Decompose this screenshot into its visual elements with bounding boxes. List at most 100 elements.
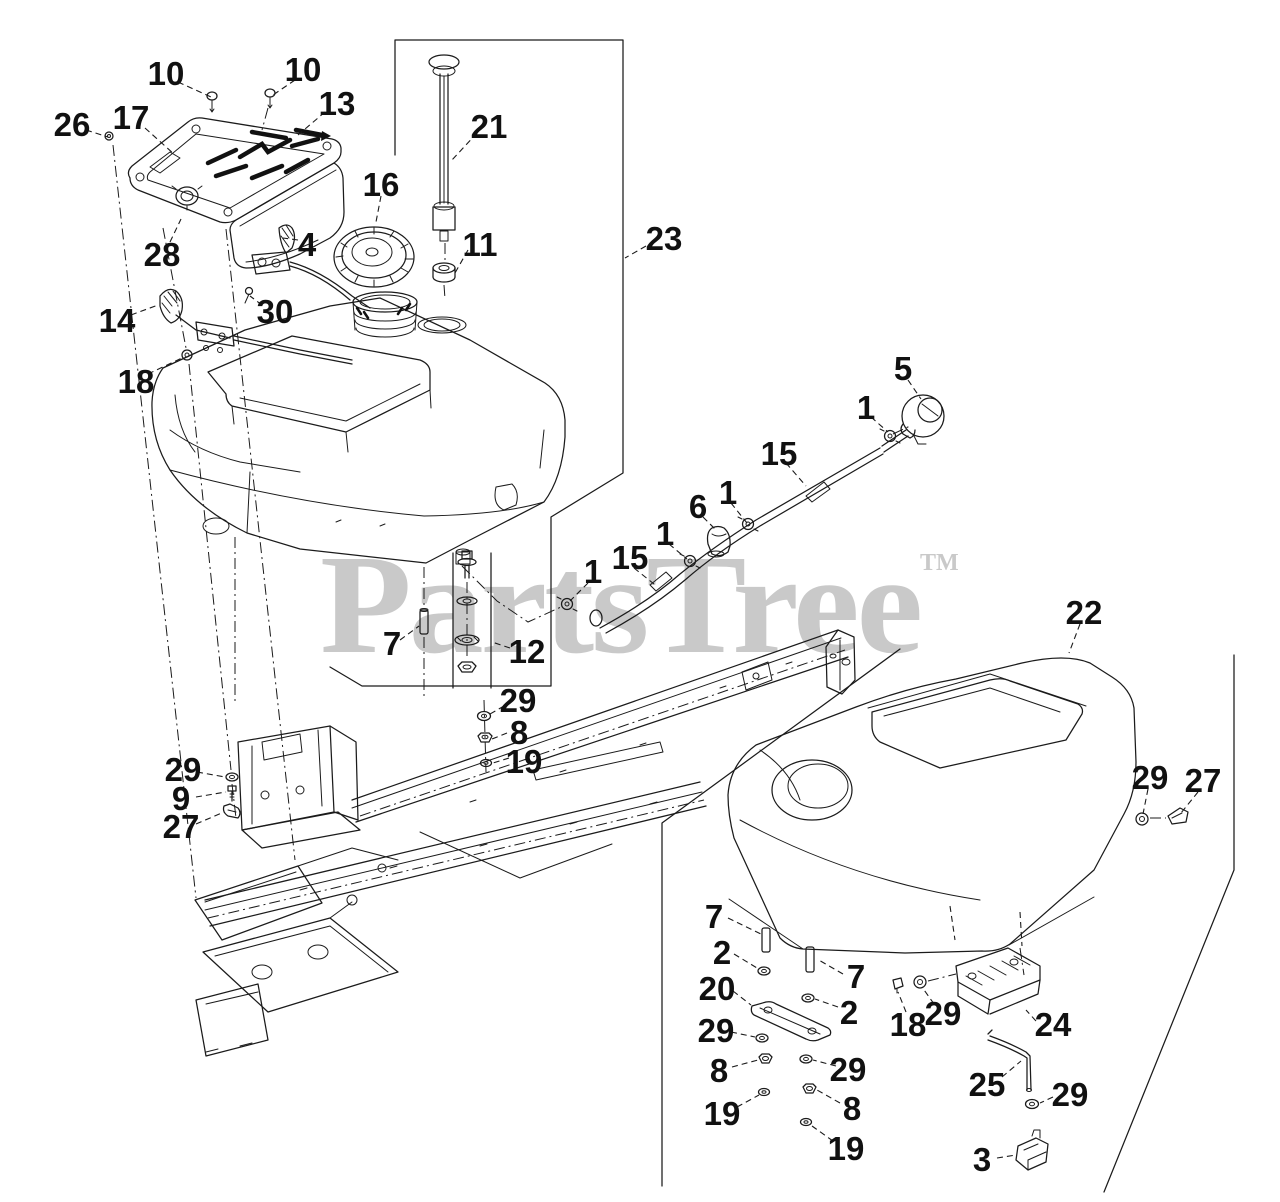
pin-7-left xyxy=(761,927,771,953)
part-callout-19-43: 19 xyxy=(828,1130,865,1167)
washer-2-right xyxy=(801,993,815,1003)
console-panel xyxy=(127,117,345,269)
frame-left-bracket xyxy=(237,725,361,849)
bracket-4 xyxy=(251,224,371,309)
part-callout-11-8: 11 xyxy=(463,226,498,263)
part-callout-18-13: 18 xyxy=(118,363,155,400)
leader-lines xyxy=(85,79,1199,1159)
washer-29-mid xyxy=(799,1054,813,1064)
part-callout-3-49: 3 xyxy=(973,1141,991,1178)
washer-29-left xyxy=(755,1033,769,1043)
inset-box-23 xyxy=(329,39,624,687)
part-callout-30-11: 30 xyxy=(257,293,294,330)
hardware-underbox xyxy=(476,710,493,768)
alignment-lines xyxy=(112,107,1166,982)
washer-19-right xyxy=(799,1117,813,1127)
part-callout-13-2: 13 xyxy=(319,85,356,122)
hardware-bottom-right xyxy=(750,927,1049,1171)
clamp-1-b xyxy=(737,516,759,532)
watermark: PartsTree TM xyxy=(320,525,959,683)
part-callout-19-26: 19 xyxy=(506,743,543,780)
dipstick xyxy=(428,54,460,242)
part-callout-29-27: 29 xyxy=(165,751,202,788)
nut-8-right xyxy=(802,1083,817,1094)
pin-7-right xyxy=(805,946,815,973)
frame-lower-plates xyxy=(194,847,399,1057)
part-callout-8-37: 8 xyxy=(710,1052,728,1089)
part-callout-27-29: 27 xyxy=(163,808,200,845)
lever-14 xyxy=(159,288,353,365)
part-callout-1-15: 1 xyxy=(857,389,875,426)
washer-19-left xyxy=(757,1087,771,1097)
part-callout-22-30: 22 xyxy=(1066,594,1103,631)
part-callout-5-14: 5 xyxy=(894,350,912,387)
part-callout-8-25: 8 xyxy=(510,714,528,751)
washer-29-right xyxy=(913,975,927,989)
part-callout-29-36: 29 xyxy=(698,1012,735,1049)
bracket-24 xyxy=(955,947,1041,1015)
screw-26 xyxy=(104,131,114,141)
inset-box-22 xyxy=(661,648,1235,1193)
rod-25 xyxy=(987,1029,1032,1092)
clamp-1-a xyxy=(879,428,901,444)
hardware-right xyxy=(1135,807,1189,826)
hardware-left xyxy=(222,772,241,819)
part-callout-10-1: 10 xyxy=(285,51,322,88)
washer-2-left xyxy=(757,966,771,976)
part-callout-16-6: 16 xyxy=(363,166,400,203)
part-callout-4-10: 4 xyxy=(298,226,317,263)
part-callout-1-21: 1 xyxy=(584,553,602,590)
bolt-30 xyxy=(244,286,254,304)
plate-20 xyxy=(750,1001,832,1042)
part-callout-29-41: 29 xyxy=(830,1051,867,1088)
nut-8-left xyxy=(758,1053,773,1064)
tank-filler-neck xyxy=(352,291,467,338)
part-callout-17-4: 17 xyxy=(113,99,150,136)
console-decals xyxy=(205,127,331,181)
frame-rail-upper xyxy=(351,629,856,823)
part-callout-19-38: 19 xyxy=(704,1095,741,1132)
part-callout-1-19: 1 xyxy=(656,515,674,552)
part-callout-7-39: 7 xyxy=(847,958,865,995)
screw-10-right xyxy=(264,88,276,109)
grommet-6 xyxy=(706,525,731,558)
watermark-text: PartsTree xyxy=(320,525,920,683)
part-callout-29-31: 29 xyxy=(1132,759,1169,796)
part-callout-6-18: 6 xyxy=(689,488,707,525)
part-callout-29-48: 29 xyxy=(1052,1076,1089,1113)
fuel-tank xyxy=(151,297,566,565)
part-callout-24-46: 24 xyxy=(1035,1006,1072,1043)
part-callout-12-23: 12 xyxy=(509,633,546,670)
part-callout-21-7: 21 xyxy=(471,108,508,145)
part-callout-26-3: 26 xyxy=(54,106,91,143)
part-callout-15-20: 15 xyxy=(612,539,649,576)
part-callout-28-5: 28 xyxy=(144,236,181,273)
part-callout-23-9: 23 xyxy=(646,220,683,257)
part-callout-7-22: 7 xyxy=(383,625,401,662)
pin-7-tank xyxy=(419,608,429,635)
part-callout-9-28: 9 xyxy=(172,780,190,817)
fuel-cap xyxy=(333,226,415,288)
fuel-valve-5 xyxy=(900,394,945,445)
part-callout-29-45: 29 xyxy=(925,995,962,1032)
part-callout-15-16: 15 xyxy=(761,435,798,472)
watermark-tm: TM xyxy=(920,550,959,576)
part-callout-2-34: 2 xyxy=(713,934,731,971)
frame-assembly xyxy=(194,629,856,1057)
clamp-1-d xyxy=(556,596,578,612)
part-callout-14-12: 14 xyxy=(99,302,136,339)
washer-18-left xyxy=(181,349,193,361)
hardware-column-12 xyxy=(452,550,492,689)
clip-3 xyxy=(1015,1129,1049,1171)
console-cover-22 xyxy=(727,657,1137,954)
dipstick-washer xyxy=(432,262,456,283)
part-callout-8-42: 8 xyxy=(843,1090,861,1127)
part-callout-18-44: 18 xyxy=(890,1006,927,1043)
clip-18-right xyxy=(892,977,904,994)
washer-29-bottom xyxy=(1024,1098,1040,1110)
part-callout-25-47: 25 xyxy=(969,1066,1006,1103)
part-callout-29-24: 29 xyxy=(500,682,537,719)
